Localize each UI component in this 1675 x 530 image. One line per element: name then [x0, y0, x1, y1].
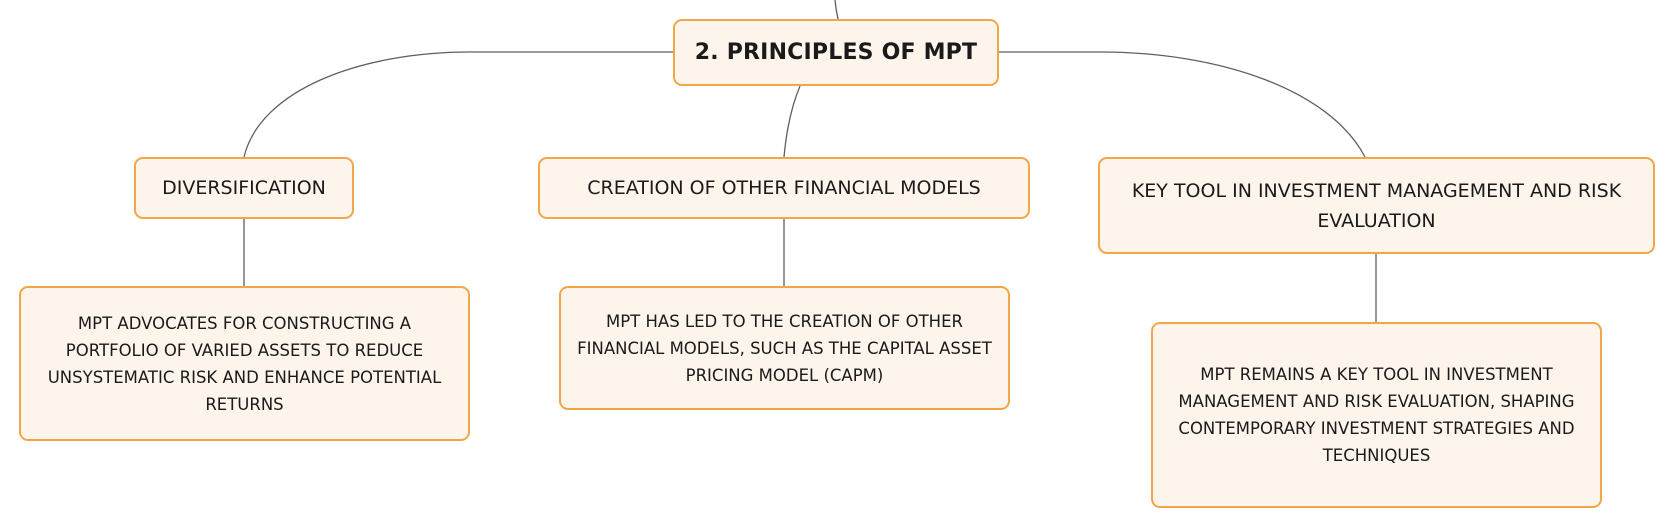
- detail-node-key-tool[interactable]: MPT REMAINS A KEY TOOL IN INVESTMENT MAN…: [1151, 322, 1602, 508]
- branch-node-key-tool[interactable]: KEY TOOL IN INVESTMENT MANAGEMENT AND RI…: [1098, 157, 1655, 254]
- connector-from-parent: [834, 0, 839, 20]
- branch-node-label: CREATION OF OTHER FINANCIAL MODELS: [587, 177, 981, 199]
- detail-node-text: MPT HAS LED TO THE CREATION OF OTHER FIN…: [577, 311, 992, 385]
- branch-node-label: KEY TOOL IN INVESTMENT MANAGEMENT AND RI…: [1131, 179, 1622, 232]
- branch-node-financial-models[interactable]: CREATION OF OTHER FINANCIAL MODELS: [538, 157, 1030, 219]
- connector-root-to-key-tool: [999, 51, 1366, 158]
- branch-node-diversification[interactable]: DIVERSIFICATION: [134, 157, 354, 219]
- root-node[interactable]: 2. PRINCIPLES OF MPT: [673, 19, 999, 86]
- root-node-label: 2. PRINCIPLES OF MPT: [694, 40, 978, 65]
- branch-node-label: DIVERSIFICATION: [162, 177, 326, 199]
- detail-node-text: MPT ADVOCATES FOR CONSTRUCTING A PORTFOL…: [47, 313, 442, 414]
- detail-node-diversification[interactable]: MPT ADVOCATES FOR CONSTRUCTING A PORTFOL…: [19, 286, 470, 441]
- detail-node-text: MPT REMAINS A KEY TOOL IN INVESTMENT MAN…: [1178, 365, 1575, 465]
- connector-root-to-diversification: [243, 51, 673, 158]
- connector-root-to-financial-models: [783, 85, 801, 158]
- detail-node-financial-models[interactable]: MPT HAS LED TO THE CREATION OF OTHER FIN…: [559, 286, 1010, 410]
